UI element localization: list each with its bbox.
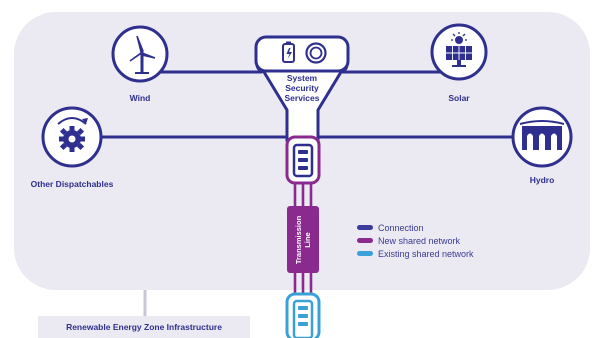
solar-label: Solar [448, 93, 470, 103]
other-dispatchables-label: Other Dispatchables [31, 179, 114, 189]
legend-swatch-connection [357, 225, 373, 230]
hydro-node: Hydro [511, 106, 573, 185]
transmission-label-2: Line [303, 232, 312, 247]
battery-icon [282, 41, 295, 63]
sss-label-2: Security [285, 83, 319, 93]
solar-panel-icon [446, 32, 472, 67]
sss-label-3: Services [285, 93, 320, 103]
legend-label-connection: Connection [378, 223, 424, 233]
transmission-label-group: Transmission Line [294, 215, 312, 264]
wind-label: Wind [130, 93, 151, 103]
flywheel-icon [305, 42, 327, 64]
transmission-line-box [287, 206, 319, 273]
gear-icon [57, 117, 88, 152]
substation-bars [298, 150, 308, 170]
zone-label: Renewable Energy Zone Infrastructure [38, 316, 250, 338]
transmission-label-1: Transmission [294, 215, 303, 264]
legend-swatch-new [357, 238, 373, 243]
substation-existing-equipment [292, 299, 314, 338]
sss-label-1: System [287, 73, 318, 83]
legend-label-existing: Existing shared network [378, 249, 474, 259]
substation-existing-bars [298, 306, 308, 326]
solar-node: Solar [430, 23, 488, 103]
legend: Connection New shared network Existing s… [357, 223, 474, 259]
wind-node: Wind [111, 25, 169, 103]
legend-swatch-existing [357, 251, 373, 256]
dam-icon [519, 120, 565, 150]
legend-label-new: New shared network [378, 236, 461, 246]
hydro-label: Hydro [530, 175, 555, 185]
wind-turbine-icon [129, 35, 156, 74]
other-dispatchables-node: Other Dispatchables [31, 106, 114, 189]
sss-box [254, 35, 350, 73]
